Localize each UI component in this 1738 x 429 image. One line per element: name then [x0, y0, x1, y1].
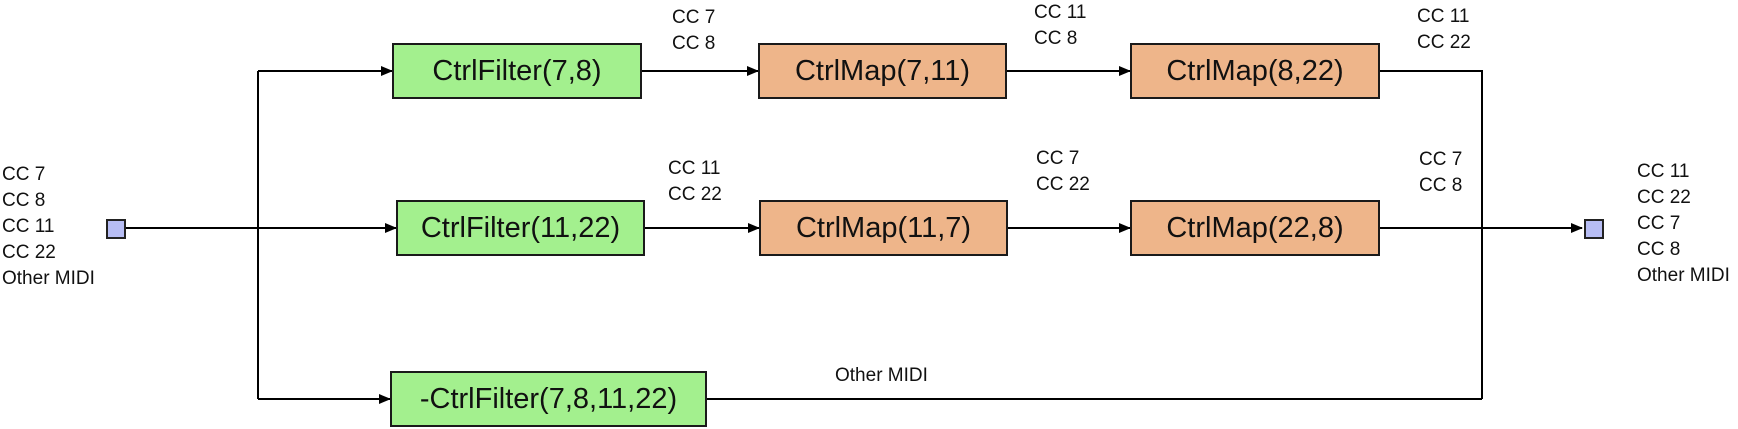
ctrlmap-22-8-node: CtrlMap(22,8): [1130, 200, 1380, 256]
input-port: [106, 219, 126, 239]
ctrlmap-11-7-node: CtrlMap(11,7): [759, 200, 1008, 256]
ctrlmap-8-22-node: CtrlMap(8,22): [1130, 43, 1380, 99]
output-port: [1584, 219, 1604, 239]
wire-map-8-22-to-merge: [1380, 70, 1483, 399]
map-8-22-output-label: CC 11 CC 22: [1417, 6, 1471, 53]
negated-ctrlfilter-node: -CtrlFilter(7,8,11,22): [390, 371, 707, 427]
ctrlmap-7-11-node: CtrlMap(7,11): [758, 43, 1007, 99]
map-7-11-output-label: CC 11 CC 8: [1034, 2, 1087, 49]
input-signal-label: CC 7 CC 8 CC 11 CC 22 Other MIDI: [2, 164, 95, 289]
output-signal-label: CC 11 CC 22 CC 7 CC 8 Other MIDI: [1637, 161, 1730, 286]
filter-a-output-label: CC 7 CC 8: [672, 7, 716, 54]
map-22-8-output-label: CC 7 CC 8: [1419, 149, 1463, 196]
ctrlfilter-7-8-node: CtrlFilter(7,8): [392, 43, 642, 99]
map-11-7-output-label: CC 7 CC 22: [1036, 148, 1090, 195]
ctrlfilter-11-22-node: CtrlFilter(11,22): [396, 200, 645, 256]
filter-c-output-label: Other MIDI: [835, 365, 928, 386]
filter-b-output-label: CC 11 CC 22: [668, 158, 722, 205]
